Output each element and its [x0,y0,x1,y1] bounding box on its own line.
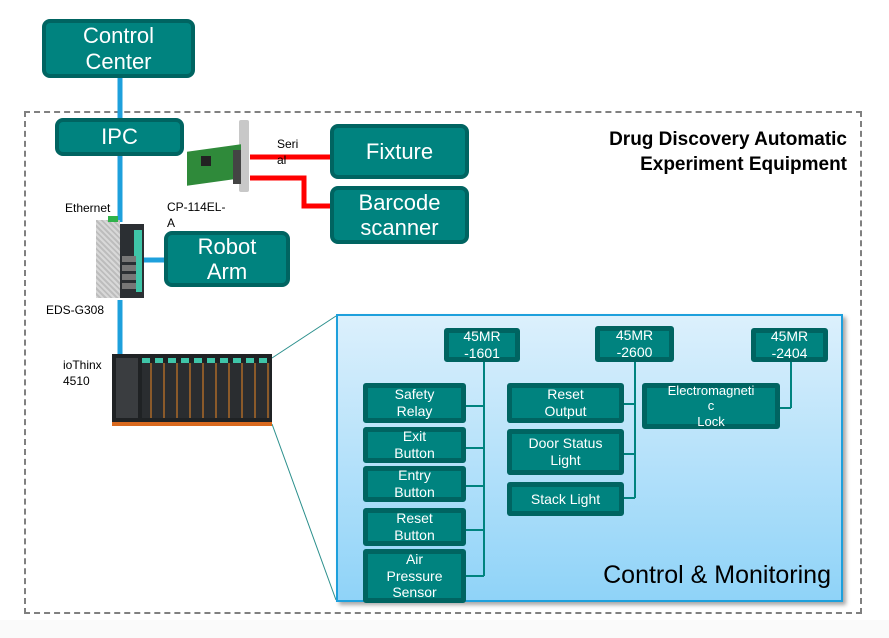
io-reset-button: Reset Button [363,508,466,546]
io-door-status-light: Door Status Light [507,429,624,475]
io-safety-relay: Safety Relay [363,383,466,423]
switch-label: EDS-G308 [46,303,105,317]
bottom-band [0,620,889,638]
serial-card-image [185,120,255,195]
module-wires [464,360,792,577]
diagram-title: Drug Discovery Automatic Experiment Equi… [609,129,847,175]
iothinx-image [112,354,272,426]
serial-line-barcode [250,175,332,209]
io-exit-button: Exit Button [363,427,466,463]
fixture-node: Fixture [330,124,469,179]
robot-arm-node: Robot Arm [164,231,290,287]
io-reset-output: Reset Output [507,383,624,423]
equipment-boundary [24,111,862,614]
control-monitoring-panel: 45MR -1601 45MR -2600 45MR -2404 Safety … [336,314,843,603]
io-entry-button: Entry Button [363,466,466,502]
io-stack-light: Stack Light [507,482,624,516]
serial-label: Seri al [277,137,299,167]
io-air-pressure-sensor: Air Pressure Sensor [363,549,466,603]
barcode-scanner-node: Barcode scanner [330,186,469,244]
switch-image [96,216,146,300]
module-45mr-2600: 45MR -2600 [595,326,674,362]
module-45mr-1601: 45MR -1601 [444,328,520,362]
zoom-line-top [271,315,337,359]
control-center-node: Control Center [42,19,195,78]
control-monitoring-title: Control & Monitoring [603,561,831,589]
io-electromagnetic-lock: Electromagneti c Lock [642,383,780,429]
cp-card-label: CP-114EL- A [167,200,226,230]
ipc-node: IPC [55,118,184,156]
zoom-line-bottom [271,423,337,601]
ethernet-label: Ethernet [65,201,111,215]
iothinx-label: ioThinx 4510 [63,358,102,388]
module-45mr-2404: 45MR -2404 [751,328,828,362]
